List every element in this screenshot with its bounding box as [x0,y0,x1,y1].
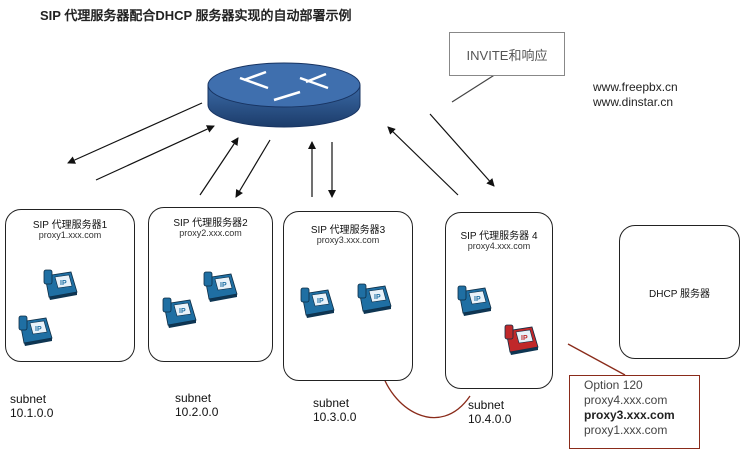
option-120-box: Option 120 proxy4.xxx.com proxy3.xxx.com… [569,375,700,449]
subnet-2-label: subnet [175,391,212,405]
router-icon [207,62,361,128]
ip-phone-icon: IP [160,294,198,328]
option-entry-2: proxy3.xxx.com [584,408,675,422]
option-title: Option 120 [584,378,643,392]
server-2-host: proxy2.xxx.com [179,228,242,238]
ip-phone-label: IP [521,335,528,342]
subnet-3: subnet 10.3.0.0 [313,396,356,424]
subnet-4-address: 10.4.0.0 [468,412,512,426]
ip-phone-icon: IP [298,284,336,318]
ip-phone-label: IP [474,296,481,303]
ip-phone-icon: IP [455,282,493,316]
ip-phone-label: IP [35,326,42,333]
option-pointer [567,343,626,376]
dhcp-server-label: DHCP 服务器 [649,288,710,300]
server-2-name: SIP 代理服务器2 [173,218,248,229]
subnet-4: subnet 10.4.0.0 [468,398,511,426]
ip-phone-label: IP [317,298,324,305]
arrow-s4-to-router [387,126,459,196]
arrow-router-to-s4 [429,113,495,187]
option-entry-1: proxy4.xxx.com [584,393,668,407]
ip-phone-label: IP [374,294,381,301]
ip-phone-icon: IP [41,266,79,300]
diagram-title: SIP 代理服务器配合DHCP 服务器实现的自动部署示例 [40,8,352,23]
server-3-host: proxy3.xxx.com [316,235,380,245]
arrow-s2-to-router [199,137,239,196]
subnet-1: subnet 10.1.0.0 [10,392,53,420]
option-entry-3: proxy1.xxx.com [584,423,668,437]
subnet-2: subnet 10.2.0.0 [175,391,218,419]
subnet-1-label: subnet [10,392,47,406]
subnet-3-label: subnet [313,396,350,410]
subnet-2-address: 10.2.0.0 [175,405,219,419]
server-3-name: SIP 代理服务器3 [310,225,386,236]
dhcp-server-box: DHCP 服务器 [619,225,740,359]
arrow-router-to-s2 [235,139,271,198]
ip-phone-label: IP [60,280,67,287]
arrow-s1-to-router [95,125,215,181]
arrow-router-to-s1-in [67,102,203,164]
ip-phone-icon: IP [355,280,393,314]
server-4-host: proxy4.xxx.com [467,241,531,251]
subnet-4-label: subnet [468,398,505,412]
website-2: www.dinstar.cn [593,95,674,109]
ip-phone-icon: IP [201,268,239,302]
server-1-name: SIP 代理服务器1 [32,220,108,231]
ip-phone-icon: IP [16,312,54,346]
ip-phone-label: IP [179,308,186,315]
subnet-3-address: 10.3.0.0 [313,410,357,424]
subnet-1-address: 10.1.0.0 [10,406,54,420]
ip-phone-label: IP [220,282,227,289]
ip-phone-icon-highlighted: IP [502,321,540,355]
website-1: www.freepbx.cn [593,80,678,94]
server-4-name: SIP 代理服务器 4 [460,231,538,242]
invite-callout: INVITE和响应 [449,32,565,76]
callout-pointer [451,73,497,103]
server-1-host: proxy1.xxx.com [38,230,102,240]
